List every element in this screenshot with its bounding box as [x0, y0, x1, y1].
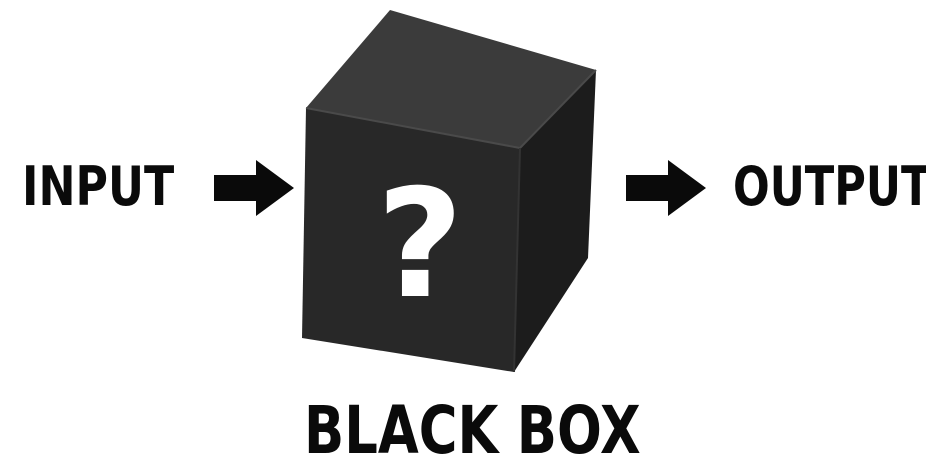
input-label: INPUT — [22, 160, 174, 214]
black-box-cube: ? — [292, 8, 602, 380]
right-arrow-icon — [626, 160, 706, 216]
question-mark: ? — [376, 158, 463, 332]
black-box-title: BLACK BOX — [304, 398, 641, 464]
right-arrow-icon — [214, 160, 294, 216]
output-label: OUTPUT — [733, 160, 926, 214]
